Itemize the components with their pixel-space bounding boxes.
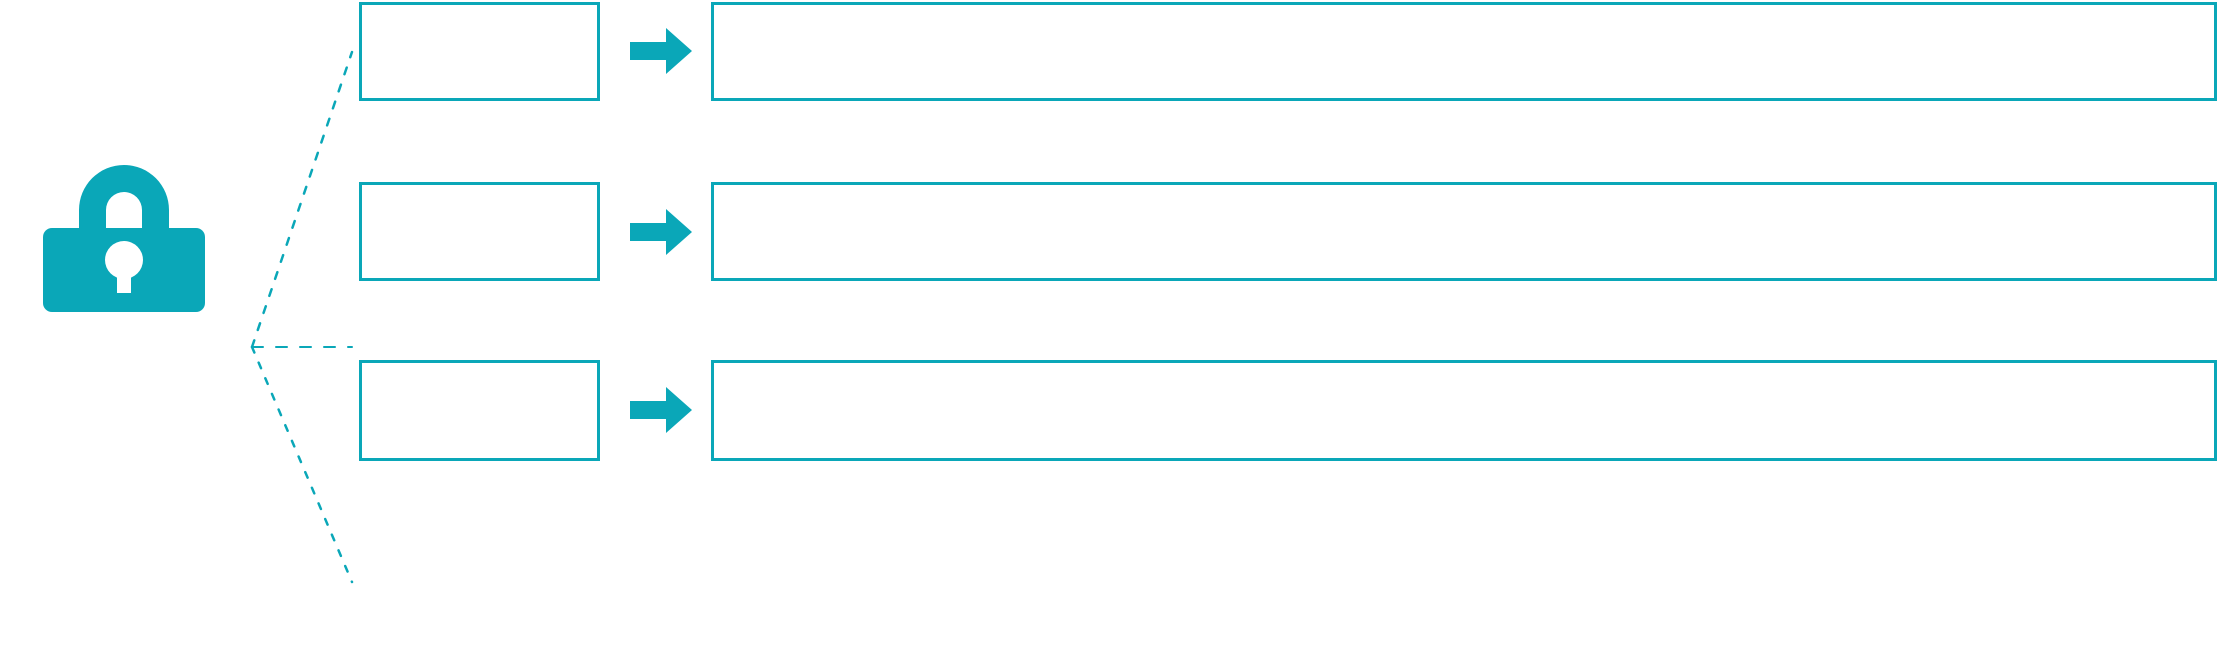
detail-box-row-2[interactable]	[711, 182, 2217, 281]
stage-label-row-2	[362, 185, 597, 205]
detail-box-row-1[interactable]	[711, 2, 2217, 101]
arrow-right-icon-row-2	[630, 209, 692, 255]
detail-label-row-3	[714, 363, 2214, 383]
stage-box-row-1[interactable]	[359, 2, 600, 101]
arrow-right-icon-row-1	[630, 28, 692, 74]
connector-line-row-3	[250, 345, 354, 584]
stage-label-row-1	[362, 5, 597, 25]
padlock-icon	[24, 148, 224, 313]
stage-label-row-3	[362, 363, 597, 383]
detail-box-row-3[interactable]	[711, 360, 2217, 461]
arrow-right-icon-row-3	[630, 387, 692, 433]
stage-box-row-3[interactable]	[359, 360, 600, 461]
detail-label-row-1	[714, 5, 2214, 25]
stage-box-row-2[interactable]	[359, 182, 600, 281]
detail-label-row-2	[714, 185, 2214, 205]
connector-line-row-1	[250, 50, 354, 349]
